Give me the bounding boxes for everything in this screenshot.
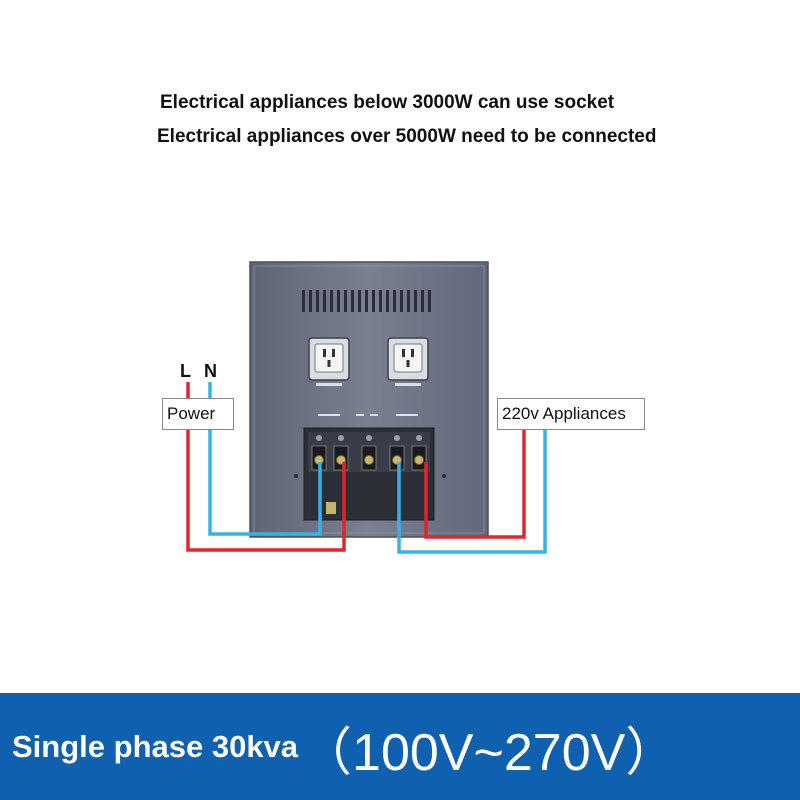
power-live-wire	[186, 382, 346, 552]
power-neutral-wire	[208, 382, 322, 536]
socket-outlet-right	[387, 337, 429, 386]
footer-banner: Single phase 30kva （100V~270V）	[0, 693, 800, 800]
appliance-wiring	[397, 430, 547, 554]
vent-slots	[302, 290, 431, 312]
headline-socket-note: Electrical appliances below 3000W can us…	[160, 92, 615, 113]
neutral-label: N	[204, 361, 217, 381]
footer-voltage-range: （100V~270V）	[300, 724, 678, 782]
headline-connection-note: Electrical appliances over 5000W need to…	[157, 126, 657, 147]
power-wiring	[186, 382, 346, 552]
stabilizer-illustration	[186, 261, 547, 554]
terminal-markings	[318, 414, 418, 416]
terminal-top-screws	[316, 435, 422, 441]
socket-outlet-left	[308, 337, 350, 386]
terminal-block	[303, 427, 435, 521]
side-screw-left	[294, 474, 298, 478]
appliances-label: 220v Appliances	[497, 398, 645, 430]
live-label: L	[180, 361, 191, 381]
side-screw-right	[442, 474, 446, 478]
appliance-neutral-wire	[397, 430, 547, 554]
footer-title: Single phase 30kva	[12, 728, 299, 764]
appliance-live-wire	[424, 430, 526, 539]
power-label: Power	[162, 398, 234, 430]
